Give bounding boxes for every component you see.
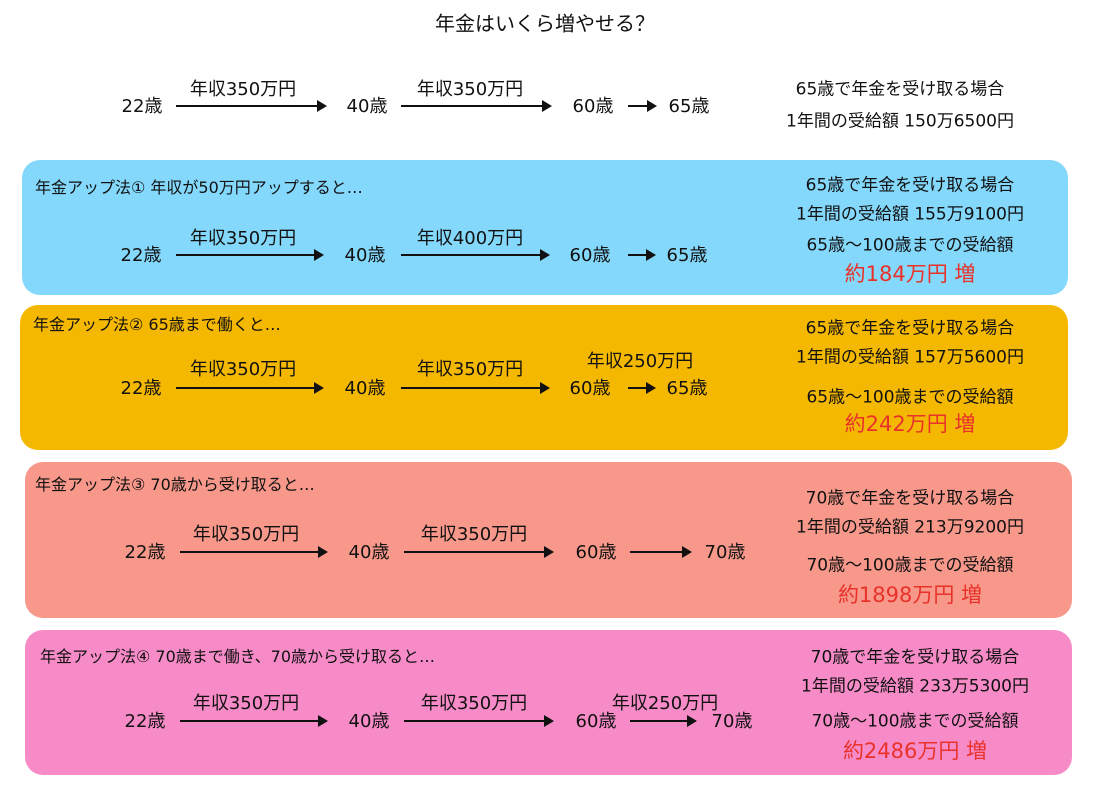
arrow-icon: [401, 249, 550, 261]
age-label: 22歳: [124, 542, 166, 563]
info-line: 70歳〜100歳までの受給額: [811, 711, 1019, 732]
income-label: 年収350万円: [189, 359, 297, 380]
info-line: 70歳〜100歳までの受給額: [806, 555, 1014, 576]
age-label: 40歳: [344, 245, 386, 266]
increase-amount: 約1898万円 増: [837, 583, 983, 607]
arrow-icon: [630, 546, 692, 558]
income-label: 年収400万円: [416, 228, 524, 249]
info-line: 70歳で年金を受け取る場合: [805, 488, 1015, 509]
arrow-icon: [180, 715, 328, 727]
income-label: 年収350万円: [192, 524, 300, 545]
arrow-icon: [404, 715, 554, 727]
method-card-1: [22, 160, 1068, 295]
arrow-icon: [628, 249, 656, 261]
income-label: 年収250万円: [611, 693, 719, 714]
info-line: 1年間の受給額 150万6500円: [786, 111, 1014, 132]
method-card-2: [20, 305, 1068, 450]
arrow-icon: [180, 546, 328, 558]
income-label: 年収350万円: [189, 79, 297, 100]
method-card-4: [25, 630, 1072, 775]
income-label: 年収250万円: [586, 351, 694, 372]
age-label: 60歳: [569, 245, 611, 266]
info-line: 1年間の受給額 233万5300円: [801, 676, 1029, 697]
age-label: 22歳: [124, 711, 166, 732]
income-label: 年収350万円: [192, 693, 300, 714]
age-label: 70歳: [711, 711, 753, 732]
info-line: 70歳で年金を受け取る場合: [810, 647, 1020, 668]
income-label: 年収350万円: [416, 79, 524, 100]
age-label: 22歳: [121, 96, 163, 117]
increase-amount: 約242万円 増: [844, 412, 976, 436]
info-line: 65歳で年金を受け取る場合: [805, 175, 1015, 196]
info-line: 1年間の受給額 213万9200円: [796, 517, 1024, 538]
method-heading: 年金アップ法① 年収が50万円アップすると…: [35, 178, 363, 197]
income-label: 年収350万円: [189, 228, 297, 249]
age-label: 65歳: [668, 96, 710, 117]
arrow-icon: [628, 382, 656, 394]
arrow-icon: [404, 546, 554, 558]
increase-amount: 約2486万円 増: [842, 739, 988, 763]
income-label: 年収350万円: [420, 524, 528, 545]
arrow-icon: [401, 382, 550, 394]
age-label: 65歳: [666, 245, 708, 266]
age-label: 40歳: [348, 711, 390, 732]
method-heading: 年金アップ法④ 70歳まで働き、70歳から受け取ると…: [40, 647, 436, 666]
income-label: 年収350万円: [416, 359, 524, 380]
arrow-icon: [401, 100, 552, 112]
arrow-icon: [630, 715, 697, 727]
info-line: 65歳で年金を受け取る場合: [795, 79, 1005, 100]
info-line: 1年間の受給額 157万5600円: [796, 347, 1024, 368]
method-card-3: [25, 462, 1072, 618]
age-label: 65歳: [666, 378, 708, 399]
increase-amount: 約184万円 増: [844, 262, 976, 286]
age-label: 60歳: [575, 542, 617, 563]
arrow-icon: [628, 100, 657, 112]
age-label: 22歳: [120, 245, 162, 266]
arrow-icon: [176, 249, 324, 261]
page-title: 年金はいくら増やせる？: [435, 11, 655, 36]
age-label: 60歳: [575, 711, 617, 732]
age-label: 40歳: [348, 542, 390, 563]
info-line: 65歳〜100歳までの受給額: [806, 387, 1014, 408]
arrow-icon: [176, 100, 327, 112]
age-label: 70歳: [704, 542, 746, 563]
info-line: 65歳で年金を受け取る場合: [805, 318, 1015, 339]
age-label: 22歳: [120, 378, 162, 399]
income-label: 年収350万円: [420, 693, 528, 714]
info-line: 1年間の受給額 155万9100円: [796, 204, 1024, 225]
age-label: 60歳: [569, 378, 611, 399]
info-line: 65歳〜100歳までの受給額: [806, 235, 1014, 256]
age-label: 40歳: [344, 378, 386, 399]
arrow-icon: [176, 382, 324, 394]
age-label: 40歳: [346, 96, 388, 117]
age-label: 60歳: [572, 96, 614, 117]
method-heading: 年金アップ法② 65歳まで働くと…: [33, 315, 281, 334]
method-heading: 年金アップ法③ 70歳から受け取ると…: [35, 475, 315, 494]
